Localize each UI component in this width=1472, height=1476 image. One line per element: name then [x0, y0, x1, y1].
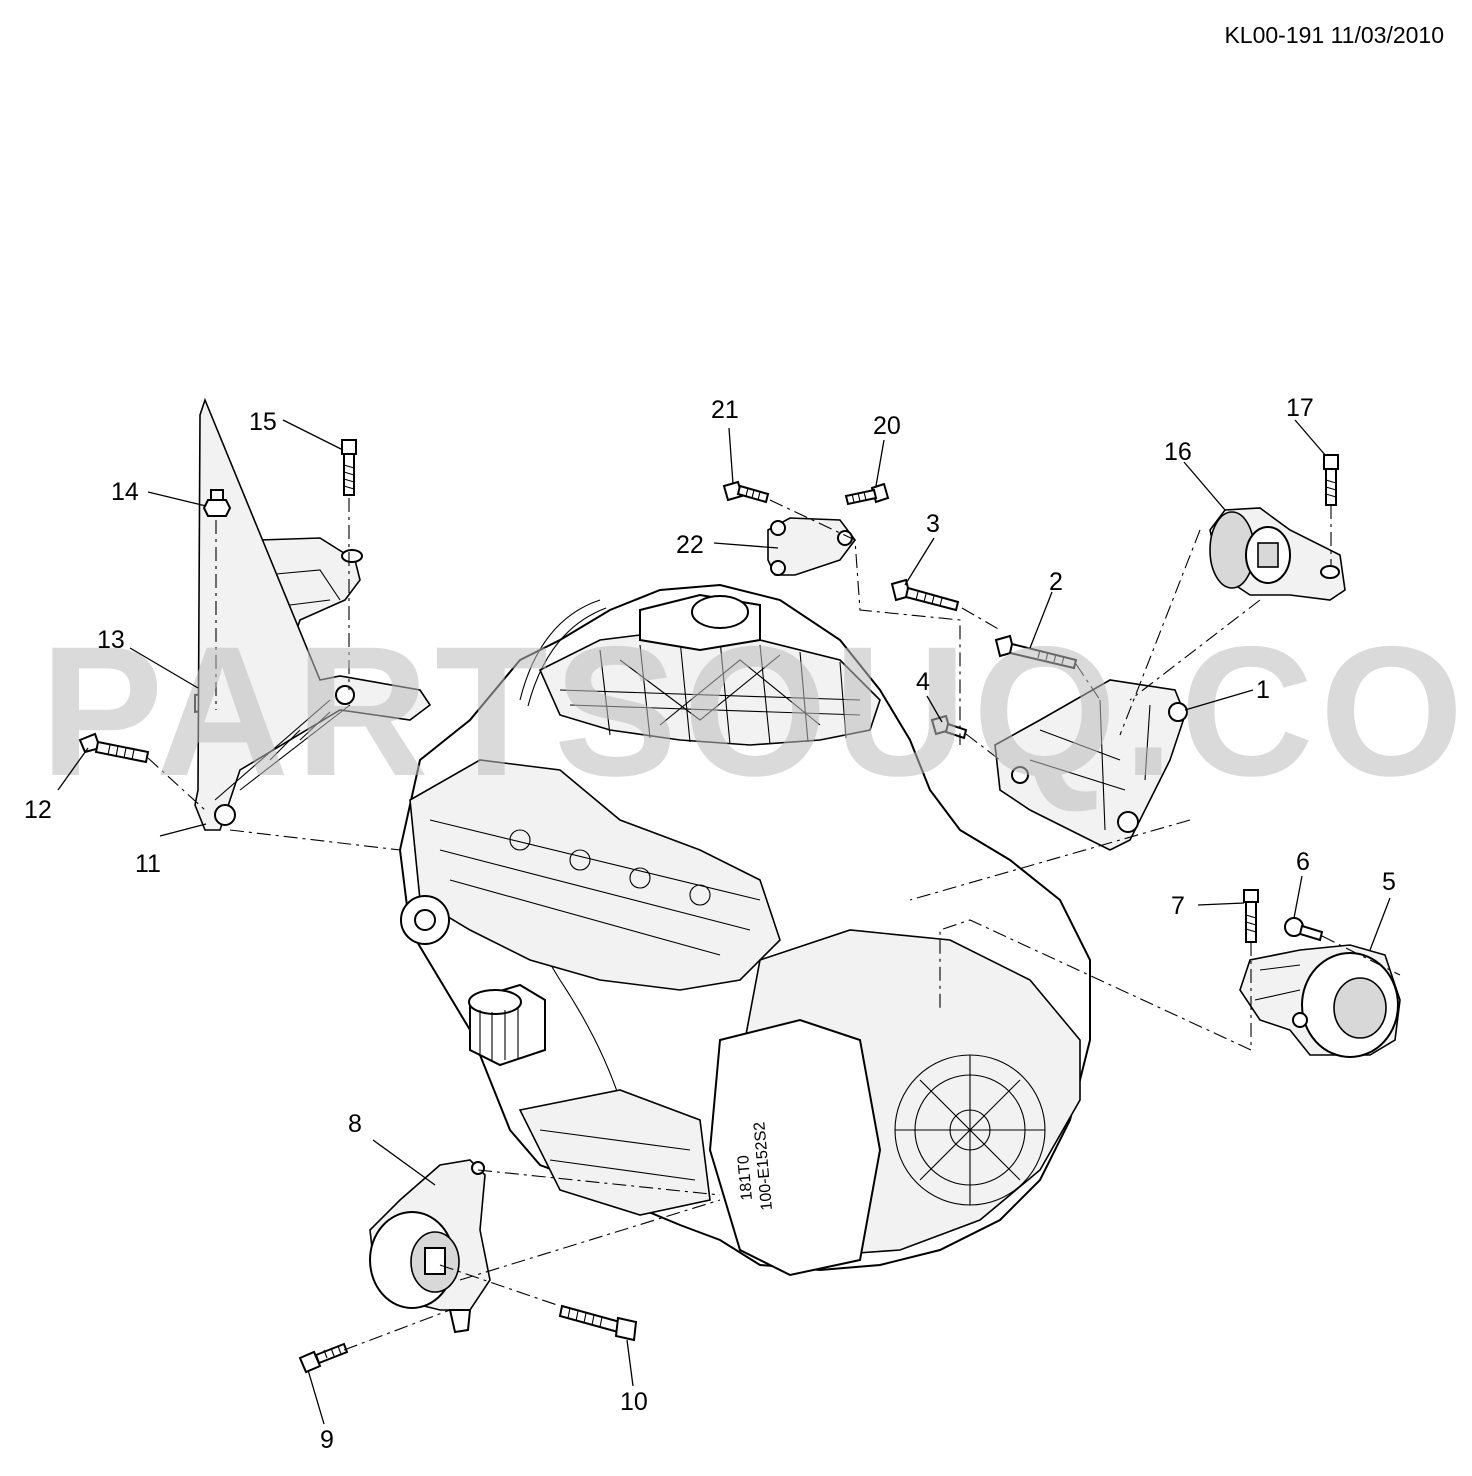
- engine-assembly: 100-E152S2 181T0: [398, 583, 1091, 1277]
- callout-21[interactable]: 21: [711, 396, 739, 424]
- callout-12[interactable]: 12: [24, 796, 52, 824]
- mount-part-5[interactable]: [1239, 944, 1401, 1058]
- bolt-part-20[interactable]: [844, 482, 890, 506]
- callout-15[interactable]: 15: [249, 408, 277, 436]
- mount-part-8[interactable]: [369, 1159, 491, 1334]
- callout-14[interactable]: 14: [111, 478, 139, 506]
- watermark: PARTSOUQ.COM: [40, 609, 1472, 815]
- bracket-part-11[interactable]: [194, 397, 432, 831]
- callout-16[interactable]: 16: [1164, 438, 1192, 466]
- mount-part-16[interactable]: [1209, 507, 1346, 601]
- callout-1[interactable]: 1: [1256, 676, 1270, 704]
- bolt-part-10[interactable]: [558, 1304, 638, 1342]
- callout-7[interactable]: 7: [1171, 892, 1185, 920]
- bracket-part-1[interactable]: [994, 679, 1188, 851]
- bolt-part-21[interactable]: [722, 480, 770, 504]
- bolt-part-6[interactable]: [1284, 917, 1324, 942]
- bolt-part-2[interactable]: [994, 634, 1078, 670]
- bolt-part-9[interactable]: [298, 1342, 349, 1374]
- nut-part-14[interactable]: [202, 489, 232, 517]
- casting-text-2: 181T0: [735, 1154, 756, 1201]
- assembly-lines: [147, 498, 1401, 1351]
- bolt-part-3[interactable]: [890, 578, 960, 612]
- callout-17[interactable]: 17: [1286, 394, 1314, 422]
- callout-13[interactable]: 13: [97, 626, 125, 654]
- callout-4[interactable]: 4: [916, 668, 930, 696]
- callout-labels: 1 2 3 4 5 6 7 8 9 10 11 12 13 14 15 16 1…: [24, 394, 1396, 1454]
- callout-20[interactable]: 20: [873, 412, 901, 440]
- callout-2[interactable]: 2: [1049, 568, 1063, 596]
- callout-22[interactable]: 22: [676, 531, 704, 559]
- bolt-part-12[interactable]: [78, 732, 150, 764]
- bracket-part-22[interactable]: [767, 517, 856, 576]
- callout-6[interactable]: 6: [1296, 848, 1310, 876]
- callout-5[interactable]: 5: [1382, 868, 1396, 896]
- callout-9[interactable]: 9: [320, 1426, 334, 1454]
- callout-8[interactable]: 8: [348, 1110, 362, 1138]
- callout-10[interactable]: 10: [620, 1388, 648, 1416]
- bolt-part-15[interactable]: [341, 439, 357, 496]
- diagram-id: KL00-191 11/03/2010: [1224, 22, 1444, 48]
- callout-leaders: [57, 419, 1391, 1425]
- oil-filter: [468, 983, 546, 1067]
- bolt-part-7[interactable]: [1243, 889, 1259, 943]
- callout-3[interactable]: 3: [926, 510, 940, 538]
- callout-11[interactable]: 11: [135, 850, 161, 878]
- bolt-part-17[interactable]: [1323, 454, 1339, 506]
